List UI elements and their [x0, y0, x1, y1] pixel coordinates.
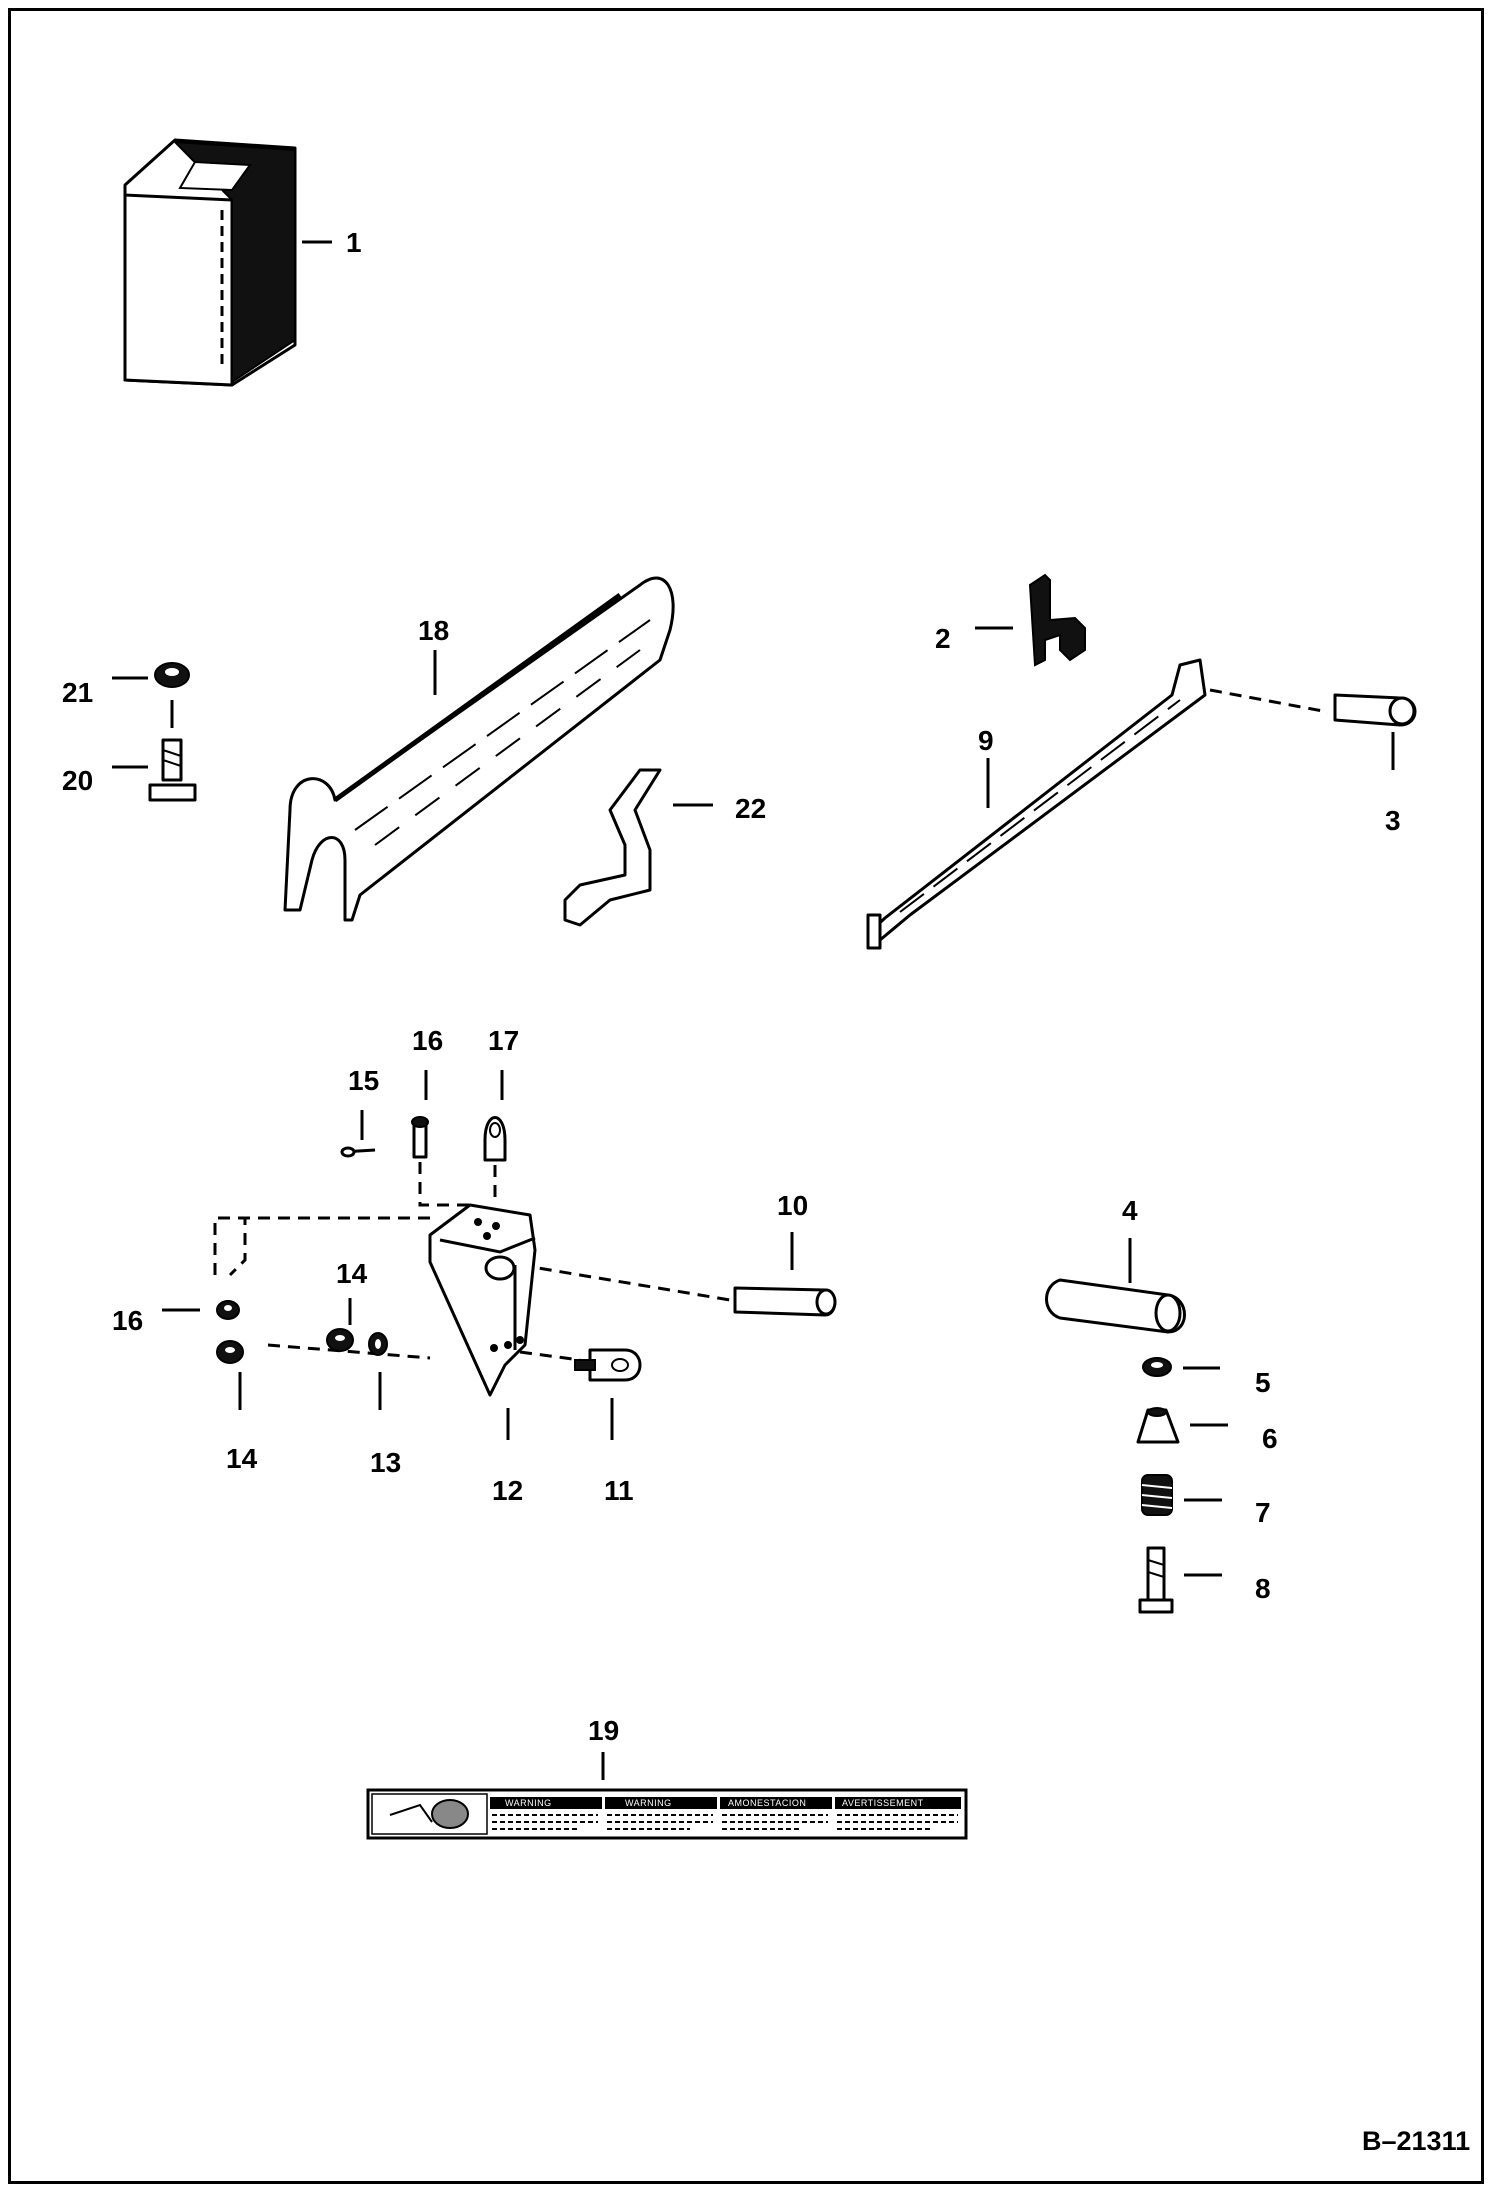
callout-19: 19 [588, 1715, 619, 1746]
callout-9: 9 [978, 725, 994, 756]
part-14-nut-mid [326, 1328, 354, 1352]
decal-header-1: WARNING [505, 1798, 552, 1808]
callout-3: 3 [1385, 805, 1401, 836]
part-9-arm [866, 658, 1207, 950]
decal-header-2: WARNING [625, 1798, 672, 1808]
callout-1: 1 [346, 227, 362, 258]
decal-header-4: AVERTISSEMENT [842, 1798, 924, 1808]
callout-13: 13 [370, 1447, 401, 1478]
part-6-bushing [1136, 1407, 1180, 1444]
part-21-nut [154, 662, 190, 688]
drawing-reference-number: B–21311 [1362, 2126, 1470, 2156]
part-15-cotter-pin [340, 1146, 376, 1158]
part-16-pin-left [216, 1300, 240, 1320]
callout-14-bottom: 14 [226, 1443, 258, 1474]
callout-21: 21 [62, 677, 93, 708]
part-19-warning-decal: WARNING WARNING AMONESTACION AVERTISSEME… [366, 1788, 968, 1840]
part-11-clevis [574, 1348, 642, 1382]
callout-20: 20 [62, 765, 93, 796]
decal-header-3: AMONESTACION [728, 1798, 806, 1808]
part-7-spring [1141, 1474, 1173, 1516]
callout-15: 15 [348, 1065, 379, 1096]
callout-2: 2 [935, 623, 951, 654]
part-5-washer [1142, 1357, 1172, 1377]
part-18-cover [283, 576, 675, 922]
part-2-bracket [1028, 573, 1086, 667]
part-17-clevis [483, 1116, 507, 1162]
part-22-bracket [563, 768, 662, 927]
part-16-pin-top [411, 1116, 429, 1159]
callout-11: 11 [604, 1475, 634, 1506]
callout-17: 17 [488, 1025, 519, 1056]
callout-16-left: 16 [112, 1305, 143, 1336]
callout-7: 7 [1255, 1497, 1271, 1528]
part-8-bolt [1138, 1546, 1174, 1614]
part-3-pin [1333, 693, 1417, 727]
callout-12: 12 [492, 1475, 523, 1506]
callout-10: 10 [777, 1190, 808, 1221]
callout-14-top: 14 [336, 1258, 368, 1289]
callout-18: 18 [418, 615, 449, 646]
callout-16-top: 16 [412, 1025, 443, 1056]
callout-4: 4 [1122, 1195, 1138, 1226]
part-1-box [123, 138, 297, 387]
part-20-bolt [148, 738, 197, 802]
part-14-nut-left [216, 1340, 244, 1364]
callout-5: 5 [1255, 1367, 1271, 1398]
part-10-pin [733, 1286, 837, 1317]
part-13-washer [368, 1332, 388, 1356]
callout-6: 6 [1262, 1423, 1278, 1454]
callout-22: 22 [735, 793, 766, 824]
part-12-hinge-plate [428, 1203, 537, 1397]
diagram-frame [8, 8, 1484, 2184]
part-4-tube [1045, 1278, 1186, 1334]
callout-8: 8 [1255, 1573, 1271, 1604]
